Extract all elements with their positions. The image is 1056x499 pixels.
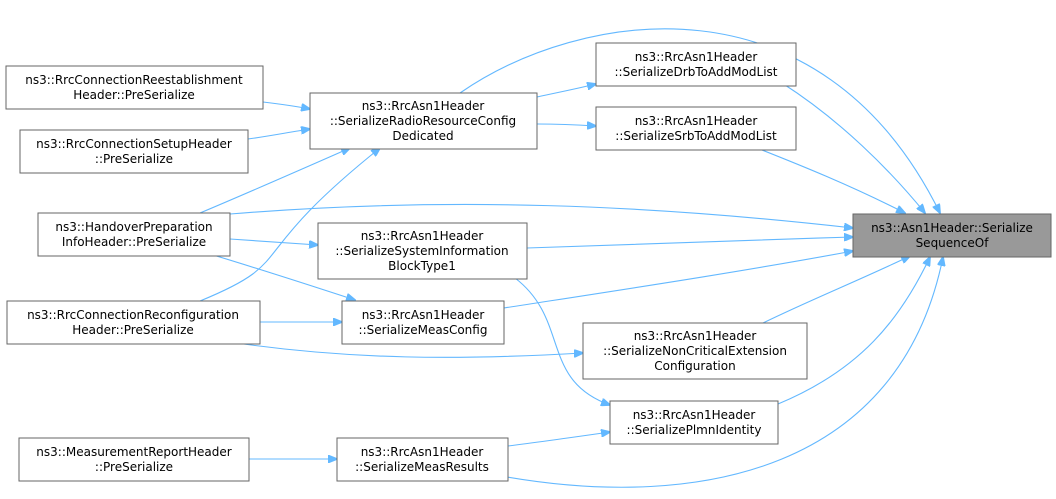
- edge-rrc-cfg-to-root: [459, 28, 940, 213]
- node-label-line: ::PreSerialize: [95, 152, 173, 166]
- node-label-line: ns3::RrcAsn1Header: [635, 50, 758, 64]
- node-label-line: Header::PreSerialize: [72, 323, 194, 337]
- node-label-line: ns3::RrcConnectionReestablishment: [25, 73, 243, 87]
- node-label-line: ::SerializeRadioResourceConfig: [330, 114, 516, 128]
- edge-reconf-to-rrc-cfg: [199, 148, 380, 302]
- node-serialize-plmn-identity[interactable]: ns3::RrcAsn1Header ::SerializePlmnIdenti…: [609, 400, 779, 445]
- edge-srb-to-root: [756, 147, 905, 213]
- node-serialize-radio-resource-config[interactable]: ns3::RrcAsn1Header ::SerializeRadioResou…: [309, 92, 538, 150]
- node-label-line: ns3::RrcAsn1Header: [633, 408, 756, 422]
- edge-handover-to-sib: [229, 238, 318, 245]
- node-label-line: ns3::MeasurementReportHeader: [36, 445, 232, 459]
- edge-sib-to-plmn: [514, 277, 610, 405]
- node-label-line: InfoHeader::PreSerialize: [62, 235, 206, 249]
- node-serialize-meas-results[interactable]: ns3::RrcAsn1Header ::SerializeMeasResult…: [336, 437, 509, 482]
- edge-reconf-to-noncrit: [229, 341, 583, 358]
- edge-meas-cfg-to-root: [503, 251, 853, 309]
- node-label-line: ns3::RrcAsn1Header: [362, 99, 485, 113]
- node-measurement-report[interactable]: ns3::MeasurementReportHeader ::PreSerial…: [18, 437, 250, 482]
- edge-rrc-cfg-to-srb: [536, 124, 596, 126]
- node-root[interactable]: ns3::Asn1Header::Serialize SequenceOf: [852, 213, 1052, 258]
- node-label-line: ::SerializeDrbToAddModList: [614, 65, 777, 79]
- node-label-line: BlockType1: [388, 259, 456, 273]
- edge-handover-to-rrc-cfg: [199, 148, 350, 214]
- node-rrc-connection-reestablishment[interactable]: ns3::RrcConnectionReestablishment Header…: [5, 65, 264, 110]
- node-label-line: ::SerializePlmnIdentity: [627, 423, 762, 437]
- node-label-line: ::SerializeNonCriticalExtension: [603, 344, 787, 358]
- node-label-line: ::SerializeSystemInformation: [335, 244, 508, 258]
- edge-drb-to-root: [781, 82, 925, 213]
- node-label-line: ns3::RrcAsn1Header: [361, 445, 484, 459]
- edge-setup-to-rrc-cfg: [247, 129, 310, 140]
- node-label-line: ns3::RrcAsn1Header: [635, 114, 758, 128]
- edge-noncrit-to-root: [762, 256, 910, 324]
- edge-handover-to-root: [229, 203, 853, 228]
- node-label-line: Dedicated: [392, 129, 453, 143]
- edge-meas-res-to-root: [506, 257, 943, 488]
- node-label-line: SequenceOf: [916, 236, 990, 250]
- edge-reest-to-rrc-cfg: [262, 101, 310, 109]
- node-label-line: ns3::Asn1Header::Serialize: [871, 221, 1033, 235]
- node-serialize-meas-config[interactable]: ns3::RrcAsn1Header ::SerializeMeasConfig: [341, 300, 505, 345]
- node-label-line: ::SerializeMeasResults: [355, 460, 489, 474]
- node-serialize-drb[interactable]: ns3::RrcAsn1Header ::SerializeDrbToAddMo…: [595, 42, 797, 87]
- node-label-line: ns3::RrcConnectionReconfiguration: [27, 308, 239, 322]
- node-label-line: ::SerializeSrbToAddModList: [615, 129, 777, 143]
- node-label-line: ns3::RrcAsn1Header: [362, 308, 485, 322]
- edge-rrc-cfg-to-drb: [536, 84, 596, 98]
- node-serialize-sib[interactable]: ns3::RrcAsn1Header ::SerializeSystemInfo…: [317, 222, 528, 280]
- node-label-line: ns3::RrcAsn1Header: [361, 229, 484, 243]
- edge-meas-res-to-plmn: [507, 432, 610, 447]
- node-handover-preparation[interactable]: ns3::HandoverPreparation InfoHeader::Pre…: [37, 212, 231, 257]
- edge-sib-to-root: [526, 237, 853, 249]
- node-rrc-connection-reconfiguration[interactable]: ns3::RrcConnectionReconfiguration Header…: [6, 300, 261, 345]
- node-serialize-srb[interactable]: ns3::RrcAsn1Header ::SerializeSrbToAddMo…: [595, 106, 797, 151]
- node-serialize-noncritical-extension[interactable]: ns3::RrcAsn1Header ::SerializeNonCritica…: [582, 322, 808, 380]
- node-label-line: Configuration: [654, 359, 735, 373]
- node-label-line: Header::PreSerialize: [73, 88, 195, 102]
- node-label-line: ::PreSerialize: [95, 460, 173, 474]
- edges: [199, 28, 943, 488]
- node-label-line: ::SerializeMeasConfig: [359, 323, 488, 337]
- node-label-line: ns3::RrcAsn1Header: [634, 329, 757, 343]
- node-label-line: ns3::RrcConnectionSetupHeader: [36, 137, 232, 151]
- node-rrc-connection-setup[interactable]: ns3::RrcConnectionSetupHeader ::PreSeria…: [19, 129, 249, 174]
- edge-plmn-to-root: [777, 257, 930, 405]
- node-label-line: ns3::HandoverPreparation: [55, 220, 212, 234]
